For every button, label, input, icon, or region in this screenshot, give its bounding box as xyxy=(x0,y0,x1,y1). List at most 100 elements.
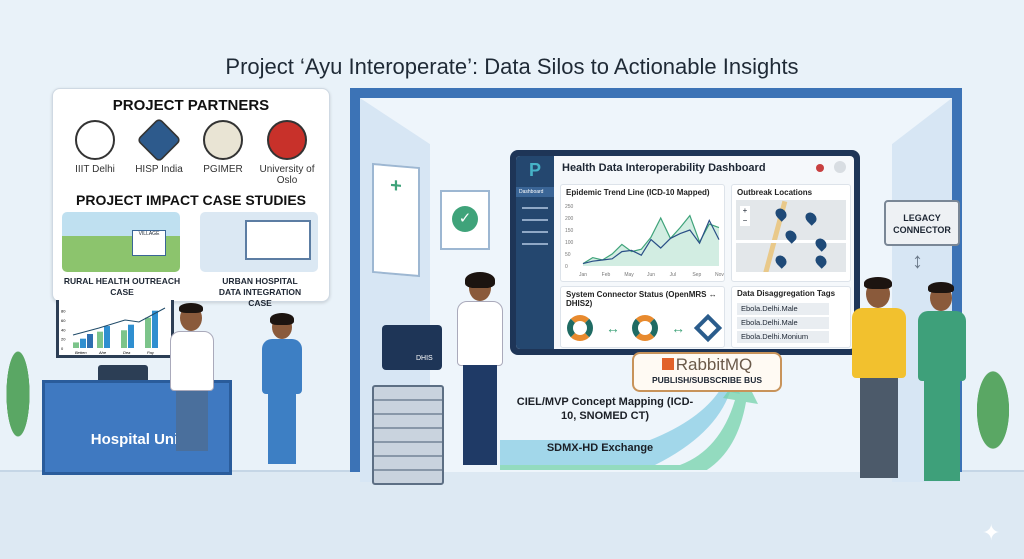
nav-item[interactable] xyxy=(522,231,548,233)
server-rack xyxy=(372,385,444,485)
wall-bar xyxy=(145,317,151,348)
wall-bar xyxy=(128,324,134,348)
map-pin-icon[interactable] xyxy=(813,236,829,252)
check-icon: ✓ xyxy=(452,206,478,232)
dashboard-monitor: P Dashboard Health Data Interoperability… xyxy=(510,150,860,355)
trend-area xyxy=(583,215,719,266)
map-pin-icon[interactable] xyxy=(773,206,789,222)
partners-heading: PROJECT PARTNERS xyxy=(112,97,270,114)
x-tick-label: Jun xyxy=(647,272,655,278)
connector-panel: System Connector Status (OpenMRS ↔ DHIS2… xyxy=(560,286,725,348)
map-pin-icon[interactable] xyxy=(813,253,829,269)
sparkle-icon: ✦ xyxy=(982,520,1001,545)
case-study-rural[interactable]: VILLAGE RURAL HEALTH OUTREACH CASE xyxy=(62,212,182,309)
dashboard-screen: P Dashboard Health Data Interoperability… xyxy=(516,156,854,349)
urban-case-label: URBAN HOSPITAL DATA INTEGRATION CASE xyxy=(218,276,302,308)
rabbitmq-subtitle: PUBLISH/SUBSCRIBE BUS xyxy=(651,375,763,385)
wall-x-label: Pay xyxy=(147,350,155,355)
partner-name: PGIMER xyxy=(203,164,243,175)
trend-line-0 xyxy=(582,214,720,265)
x-tick-label: May xyxy=(624,272,634,278)
checkmark-poster: ✓ xyxy=(440,190,490,250)
nav-item[interactable] xyxy=(522,219,548,221)
sdmx-label: SDMX-HD Exchange xyxy=(546,442,654,454)
y-tick-label: 200 xyxy=(565,216,574,222)
connector-title: System Connector Status (OpenMRS ↔ DHIS2… xyxy=(566,290,717,308)
wall-y-tick: 80 xyxy=(61,309,66,314)
legacy-arrow-icon: ↕ xyxy=(912,248,923,273)
wall-bar xyxy=(73,342,79,348)
map-zoom-controls: + − xyxy=(740,206,750,226)
openmrs-icon xyxy=(632,315,659,341)
openmrs-icon xyxy=(567,315,594,341)
disaggregation-tag[interactable]: Ebola.Delhi.Monium xyxy=(737,331,829,343)
tags-title: Data Disaggregation Tags xyxy=(737,289,836,298)
partner-name: IIIT Delhi xyxy=(75,164,115,175)
y-tick-label: 50 xyxy=(565,252,571,258)
x-tick-label: Sep xyxy=(692,272,701,278)
partner-name: University of Oslo xyxy=(259,164,315,186)
map-pin-icon[interactable] xyxy=(773,253,789,269)
partner-2: PGIMER xyxy=(191,120,255,175)
concept-mapping-arrow xyxy=(500,365,740,465)
wall-bar xyxy=(121,330,127,348)
disaggregation-tag[interactable]: Ebola.Delhi.Male xyxy=(737,303,829,315)
kiosk-monitor: DHIS xyxy=(382,325,442,370)
wall-trend-line xyxy=(72,307,166,336)
wall-y-tick: 40 xyxy=(61,327,66,332)
data-flow-arrows xyxy=(500,365,758,470)
wall-bar xyxy=(80,338,86,348)
outbreak-map[interactable]: + − xyxy=(736,200,846,272)
hospital-unit-label: Hospital Unit xyxy=(90,431,184,448)
medical-cross-icon: + xyxy=(390,174,402,198)
urban-case-screen xyxy=(245,220,311,260)
trend-line-1 xyxy=(582,218,720,265)
y-tick-label: 100 xyxy=(565,240,574,246)
nav-item[interactable] xyxy=(522,243,548,245)
map-title: Outbreak Locations xyxy=(737,188,813,197)
rabbitmq-name: RabbitMQ xyxy=(675,355,753,374)
concept-mapping-label: CIEL/MVP Concept Mapping (ICD-10, SNOMED… xyxy=(516,396,694,422)
partner-logo-icon xyxy=(75,120,115,160)
plant-right xyxy=(968,370,1018,470)
zoom-out-button[interactable]: − xyxy=(742,216,748,225)
village-clinic-sign: VILLAGE xyxy=(132,230,166,256)
app-logo: P xyxy=(528,160,541,180)
wall-y-tick: 20 xyxy=(61,337,66,342)
x-tick-label: Jul xyxy=(670,272,676,278)
sidebar: P Dashboard xyxy=(516,156,554,349)
x-tick-label: Nov xyxy=(715,272,724,278)
notification-icon[interactable] xyxy=(816,164,824,172)
cases-heading: PROJECT IMPACT CASE STUDIES xyxy=(76,192,306,208)
wall-x-label: Betten xyxy=(75,350,87,355)
case-study-urban[interactable]: URBAN HOSPITAL DATA INTEGRATION CASE xyxy=(200,212,320,309)
wall-x-label: Dea xyxy=(123,350,131,355)
partner-3: University of Oslo xyxy=(255,120,319,186)
disaggregation-tag[interactable]: Ebola.Delhi.Male xyxy=(737,317,829,329)
rural-case-image: VILLAGE xyxy=(62,212,180,272)
dhis2-icon xyxy=(693,313,722,343)
map-pin-icon[interactable] xyxy=(803,210,819,226)
partner-logo-icon xyxy=(267,120,307,160)
partner-1: HISP India xyxy=(127,117,191,175)
nav-dashboard[interactable]: Dashboard xyxy=(516,187,554,197)
partner-logo-icon xyxy=(136,117,182,163)
nav-item[interactable] xyxy=(522,207,548,209)
sync-arrow-icon: ↔ xyxy=(605,320,620,336)
wall-x-label: Ahe xyxy=(98,350,107,355)
wall-y-tick: 60 xyxy=(61,318,66,323)
floor xyxy=(0,470,1024,559)
user-avatar[interactable] xyxy=(834,161,846,173)
y-tick-label: 0 xyxy=(565,264,568,270)
zoom-in-button[interactable]: + xyxy=(742,206,748,215)
x-tick-label: Jan xyxy=(579,272,587,278)
wall-bar xyxy=(87,334,93,348)
partner-0: IIIT Delhi xyxy=(63,120,127,175)
medical-poster: + xyxy=(372,162,420,278)
plant-left xyxy=(0,350,36,460)
